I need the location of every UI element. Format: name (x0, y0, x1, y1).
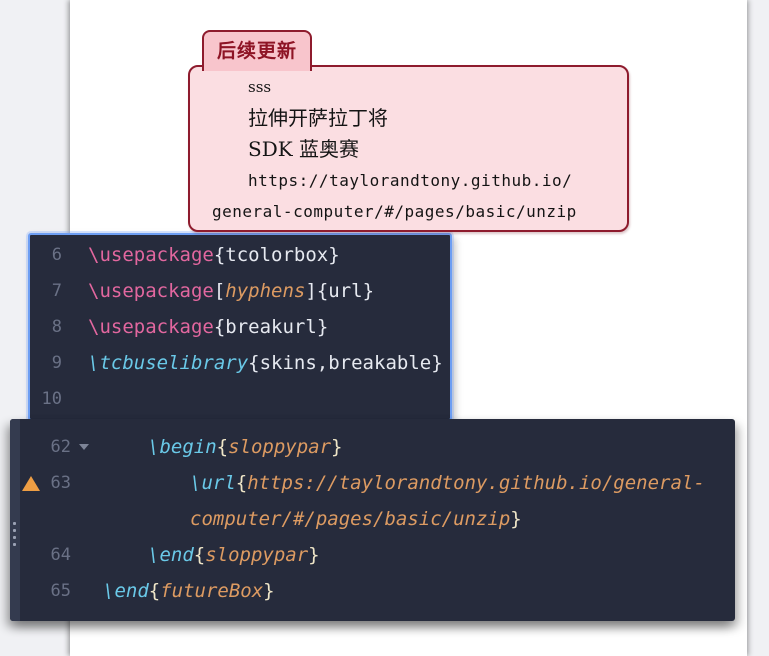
code-text: computer/#/pages/basic/unzip} (92, 508, 522, 530)
latex-command: \usepackage (88, 316, 214, 338)
brace: { (213, 244, 226, 266)
argument: breakurl (225, 316, 317, 338)
brace: } (316, 316, 329, 338)
line-number: 6 (51, 245, 62, 265)
brace: { (316, 280, 329, 302)
environment-name: sloppypar (228, 436, 332, 458)
code-line[interactable]: 62 \begin{sloppypar} (10, 429, 735, 465)
callout-title-tab: 后续更新 (202, 30, 313, 71)
callout-url-line: https://taylorandtony.github.io/ (248, 171, 573, 190)
argument: url (328, 280, 363, 302)
brace: { (148, 580, 161, 602)
line-number: 63 (50, 473, 71, 493)
bracket: ] (305, 280, 317, 302)
latex-command: \begin (148, 436, 217, 458)
code-line[interactable]: 9 \tcbuselibrary{skins,breakable} (30, 345, 450, 381)
gutter: 62 (10, 437, 92, 457)
code-line[interactable]: 6 \usepackage{tcolorbox} (30, 237, 450, 273)
line-number: 10 (41, 389, 62, 409)
code-line[interactable]: 10 (30, 381, 450, 417)
code-text: \usepackage{tcolorbox} (88, 244, 340, 266)
callout-text-line: 拉伸开萨拉丁将 (248, 106, 388, 130)
brace: } (263, 580, 275, 602)
code-editor-preamble[interactable]: 6 \usepackage{tcolorbox} 7 \usepackage[h… (28, 233, 452, 421)
environment-name: sloppypar (205, 544, 309, 566)
code-line[interactable]: 7 \usepackage[hyphens]{url} (30, 273, 450, 309)
code-line[interactable]: 65 \end{futureBox} (10, 573, 735, 609)
brace: } (331, 436, 343, 458)
line-number: 8 (51, 317, 62, 337)
code-line[interactable]: 64 \end{sloppypar} (10, 537, 735, 573)
code-line-wrap[interactable]: computer/#/pages/basic/unzip} (10, 501, 735, 537)
argument: skins,breakable (259, 352, 432, 374)
callout-text-line: SDK 蓝奥赛 (248, 137, 360, 161)
tcolorbox-callout: 后续更新 sss 拉伸开萨拉丁将 SDK 蓝奥赛 https://taylora… (188, 30, 629, 232)
brace: } (431, 352, 443, 374)
brace: { (248, 352, 260, 374)
code-text: \url{https://taylorandtony.github.io/gen… (92, 472, 705, 494)
line-number: 62 (50, 437, 71, 457)
drag-handle-dots-icon[interactable] (13, 522, 16, 546)
latex-command: \end (148, 544, 194, 566)
brace: { (216, 436, 229, 458)
code-text: \end{futureBox} (92, 580, 275, 602)
latex-command: \usepackage (88, 280, 214, 302)
code-text: \usepackage[hyphens]{url} (88, 280, 374, 302)
brace: } (510, 508, 522, 530)
brace: { (193, 544, 206, 566)
callout-text-line: sss (248, 78, 272, 96)
code-line[interactable]: 8 \usepackage{breakurl} (30, 309, 450, 345)
bracket: [ (213, 280, 226, 302)
latex-command: \end (103, 580, 149, 602)
code-editor-body[interactable]: 62 \begin{sloppypar} 63 \url{https://tay… (10, 419, 735, 621)
brace: } (362, 280, 375, 302)
brace: } (328, 244, 340, 266)
line-number: 64 (50, 545, 71, 565)
code-text: \end{sloppypar} (92, 544, 320, 566)
gutter: 65 (10, 581, 92, 601)
latex-command: \tcbuselibrary (88, 352, 249, 374)
chevron-down-icon[interactable] (79, 444, 89, 450)
editor-left-strip (10, 419, 20, 621)
url-argument: computer/#/pages/basic/unzip (190, 508, 511, 530)
gutter: 63 (10, 473, 92, 493)
argument: tcolorbox (225, 244, 329, 266)
callout-title: 后续更新 (217, 40, 298, 62)
latex-command: \url (190, 472, 236, 494)
option: hyphens (225, 280, 306, 302)
brace: } (308, 544, 320, 566)
code-text: \usepackage{breakurl} (88, 316, 328, 338)
gutter: 64 (10, 545, 92, 565)
callout-url-line: general-computer/#/pages/basic/unzip (212, 202, 577, 221)
code-line[interactable]: 63 \url{https://taylorandtony.github.io/… (10, 465, 735, 501)
callout-body: sss 拉伸开萨拉丁将 SDK 蓝奥赛 https://taylorandton… (188, 65, 629, 232)
url-argument: https://taylorandtony.github.io/general- (247, 472, 705, 494)
code-text: \tcbuselibrary{skins,breakable} (88, 352, 443, 374)
brace: { (235, 472, 248, 494)
line-number: 9 (51, 353, 62, 373)
brace: { (213, 316, 226, 338)
line-number: 65 (50, 581, 71, 601)
latex-command: \usepackage (88, 244, 214, 266)
line-number: 7 (51, 281, 62, 301)
warning-triangle-icon[interactable] (22, 475, 40, 491)
code-text: \begin{sloppypar} (92, 436, 343, 458)
environment-name: futureBox (160, 580, 264, 602)
